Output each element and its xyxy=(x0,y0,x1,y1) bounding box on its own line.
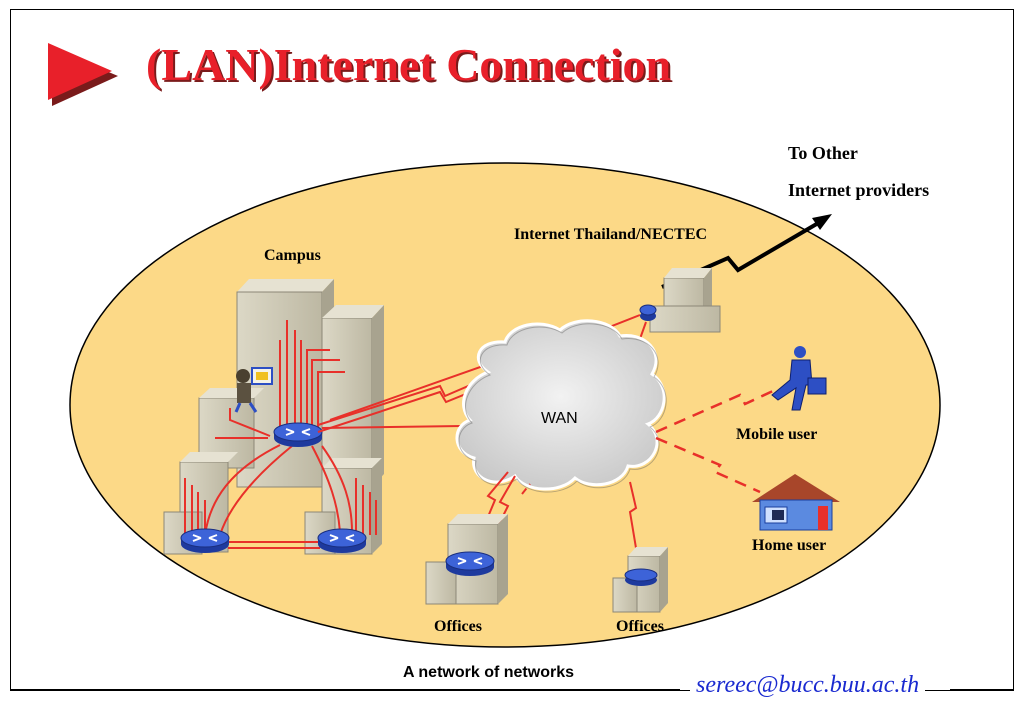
to-other-label: To Other xyxy=(788,143,858,163)
campus-left-router xyxy=(180,528,230,554)
office-right-router xyxy=(624,568,658,586)
mobile-user-label: Mobile user xyxy=(736,426,818,443)
slide-frame xyxy=(10,9,1014,691)
campus-core-router xyxy=(273,422,323,448)
nectec-router xyxy=(639,304,657,321)
wan-cloud xyxy=(455,319,666,491)
office-dashed-link xyxy=(521,483,531,495)
internet-providers-label: Internet providers xyxy=(788,180,930,200)
nectec-building xyxy=(649,268,721,333)
offices-right-label: Offices xyxy=(616,618,664,635)
footer-email: sereec@bucc.buu.ac.th xyxy=(690,672,926,699)
home-user-label: Home user xyxy=(752,537,827,554)
diagram-caption: A network of networks xyxy=(403,664,574,681)
slide-title: (LAN)Internet Connection xyxy=(146,39,672,90)
nectec-label: Internet Thailand/NECTEC xyxy=(514,226,708,243)
workstation-user-icon xyxy=(234,367,273,413)
play-triangle-icon xyxy=(48,43,118,106)
campus-wiring xyxy=(184,320,377,549)
offices-left-label: Offices xyxy=(434,618,482,635)
campus-right-router xyxy=(317,528,367,554)
home-user-icon xyxy=(752,474,840,531)
wan-label: WAN xyxy=(541,410,578,427)
mobile-user-icon xyxy=(771,346,827,411)
office-left-router xyxy=(445,551,495,577)
footer-line-right xyxy=(950,689,1014,690)
remote-dashed-links xyxy=(655,388,776,494)
footer-line-left xyxy=(10,689,680,690)
campus-label: Campus xyxy=(264,247,321,264)
